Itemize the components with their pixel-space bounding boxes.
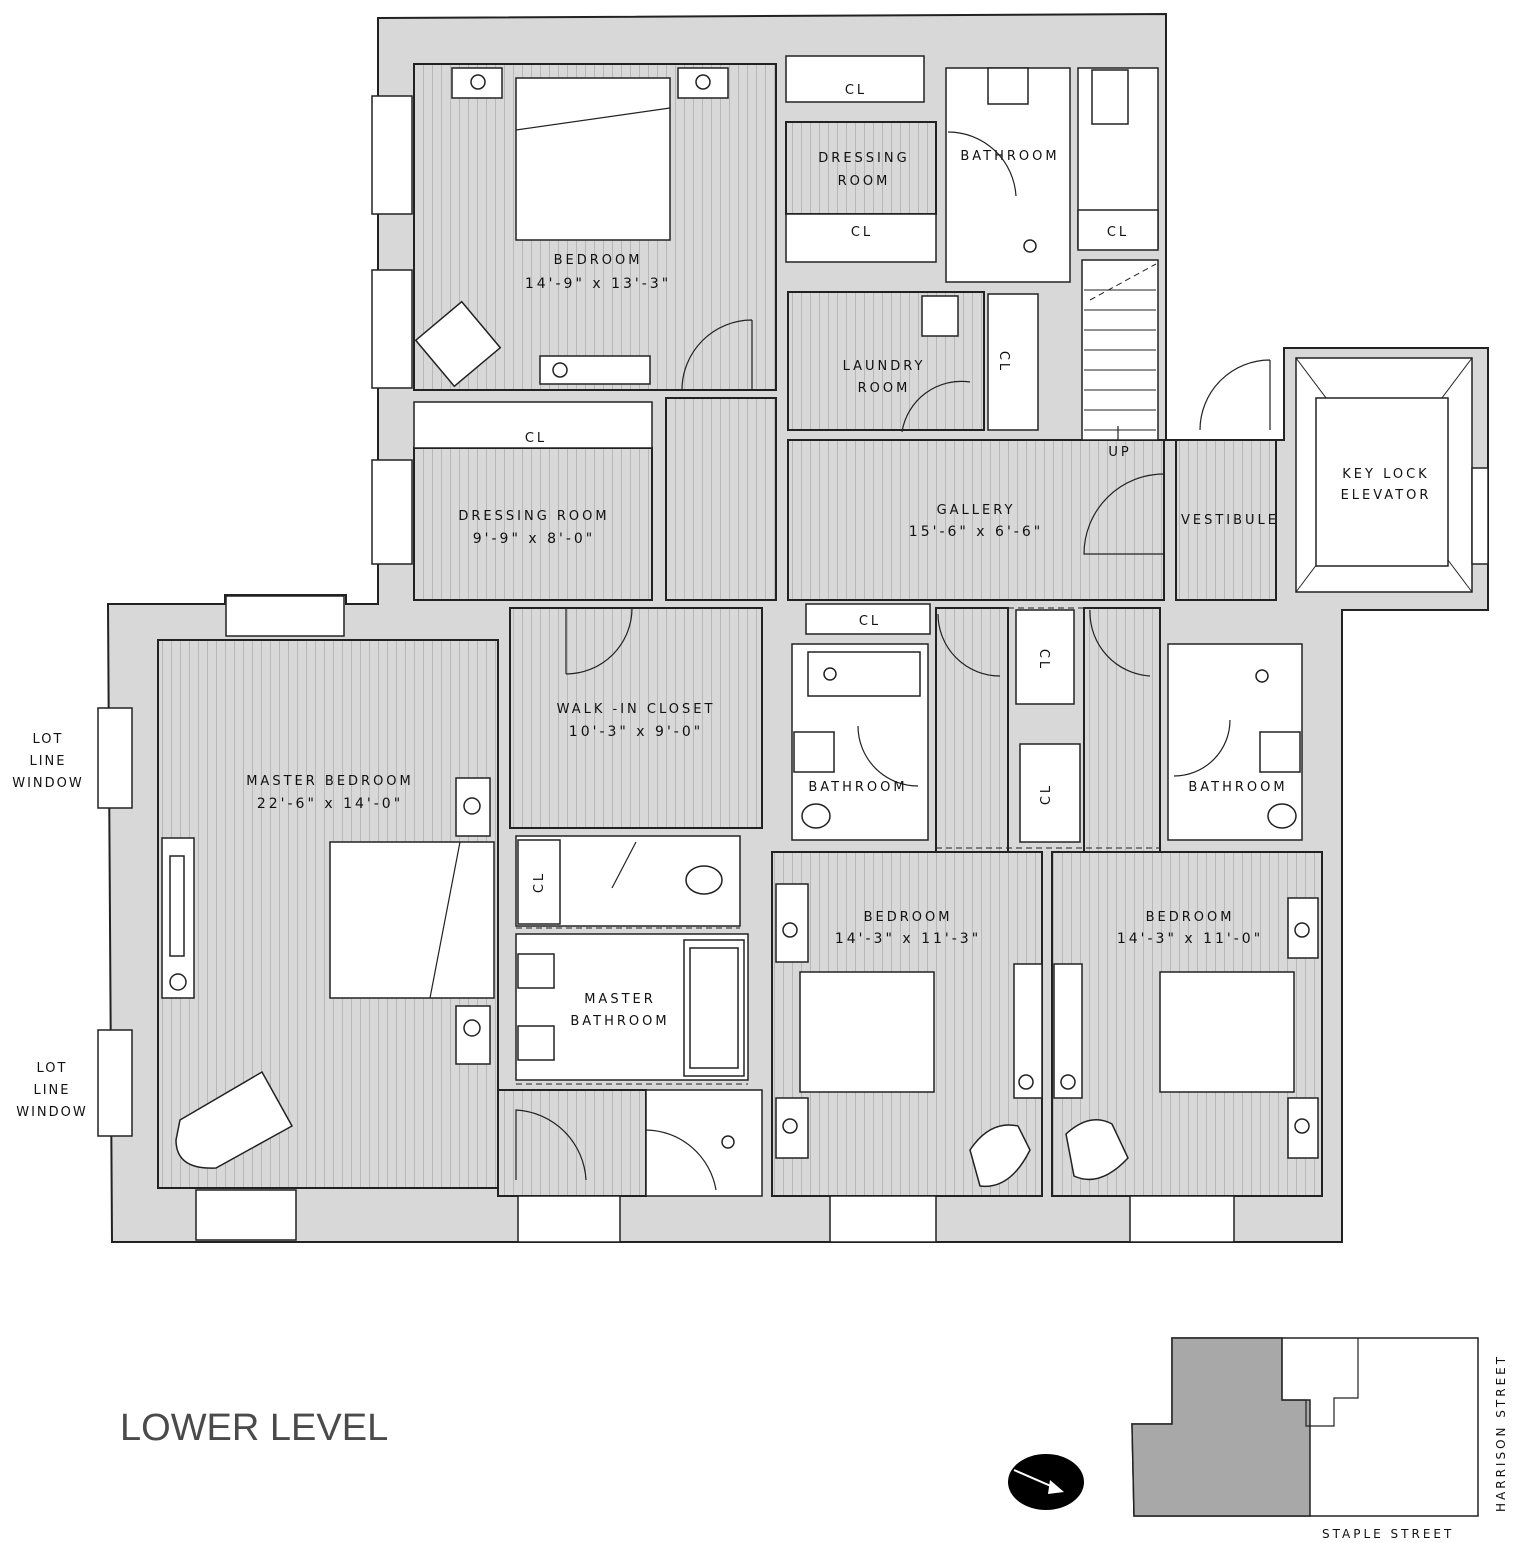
svg-text:LOT: LOT bbox=[37, 1061, 68, 1076]
closet-label: CL bbox=[532, 871, 547, 893]
label-bathroom-mid-left: BATHROOM bbox=[808, 780, 907, 795]
label-elevator-2: ELEVATOR bbox=[1341, 488, 1432, 503]
lot-line-window-label-1: LOT LINE WINDOW bbox=[12, 732, 84, 791]
svg-text:LINE: LINE bbox=[29, 754, 66, 769]
dims-master-bedroom: 22'-6" x 14'-0" bbox=[257, 796, 403, 812]
svg-text:LINE: LINE bbox=[33, 1083, 70, 1098]
svg-text:WINDOW: WINDOW bbox=[12, 776, 84, 791]
room-dressing bbox=[413, 447, 653, 601]
label-master-bathroom-2: BATHROOM bbox=[570, 1014, 669, 1029]
room-corridor-mid-2 bbox=[1083, 607, 1161, 853]
door-swings bbox=[515, 131, 1271, 1191]
label-laundry-1: LAUNDRY bbox=[843, 359, 926, 374]
label-gallery: GALLERY bbox=[937, 503, 1016, 518]
north-arrow-icon bbox=[1008, 1454, 1084, 1510]
label-bathroom-mid-right: BATHROOM bbox=[1188, 780, 1287, 795]
closet-label: CL bbox=[859, 614, 881, 629]
closet-label: CL bbox=[996, 351, 1011, 373]
label-bedroom-lower-left: BEDROOM bbox=[864, 910, 953, 925]
svg-text:WINDOW: WINDOW bbox=[16, 1105, 88, 1120]
closet-label: CL bbox=[1039, 783, 1054, 805]
stair-up-label: UP bbox=[1108, 445, 1131, 460]
room-laundry bbox=[787, 291, 985, 431]
room-walk-in-closet bbox=[509, 607, 763, 829]
windows bbox=[97, 95, 1489, 1243]
room-master-hall bbox=[497, 1089, 647, 1197]
dims-gallery: 15'-6" x 6'-6" bbox=[909, 524, 1043, 540]
lot-line-window-label-2: LOT LINE WINDOW bbox=[16, 1061, 88, 1120]
dims-bedroom-lower-right: 14'-3" x 11'-0" bbox=[1117, 931, 1263, 947]
label-bedroom-top: BEDROOM bbox=[554, 253, 643, 268]
closets bbox=[413, 55, 1159, 925]
closet-label: CL bbox=[845, 83, 867, 98]
label-walk-in-closet: WALK -IN CLOSET bbox=[557, 702, 716, 717]
dims-bedroom-top: 14'-9" x 13'-3" bbox=[525, 276, 671, 292]
closet-labels: CL CL CL CL CL CL CL CL CL bbox=[525, 83, 1129, 893]
label-dressing-top-1: DRESSING bbox=[818, 151, 909, 166]
label-elevator-1: KEY LOCK bbox=[1342, 467, 1429, 482]
level-title: LOWER LEVEL bbox=[120, 1407, 388, 1449]
room-dressing-top bbox=[785, 121, 937, 215]
label-master-bathroom-1: MASTER bbox=[584, 992, 656, 1007]
stair-treads bbox=[1084, 263, 1157, 440]
closet-label: CL bbox=[1036, 649, 1051, 671]
label-master-bedroom: MASTER BEDROOM bbox=[246, 774, 414, 789]
street-label-east: HARRISON STREET bbox=[1494, 1354, 1508, 1512]
label-laundry-2: ROOM bbox=[858, 381, 911, 396]
room-master-shower bbox=[645, 1089, 763, 1197]
room-hall-connector bbox=[665, 397, 777, 601]
label-bathroom-top: BATHROOM bbox=[960, 149, 1059, 164]
label-dressing-top-2: ROOM bbox=[838, 174, 891, 189]
label-vestibule: VESTIBULE bbox=[1181, 513, 1279, 528]
dims-bedroom-lower-left: 14'-3" x 11'-3" bbox=[835, 931, 981, 947]
dims-dressing-room: 9'-9" x 8'-0" bbox=[473, 531, 596, 547]
label-dressing-room: DRESSING ROOM bbox=[458, 509, 609, 524]
street-label-south: STAPLE STREET bbox=[1322, 1527, 1454, 1541]
room-vestibule bbox=[1175, 439, 1277, 601]
closet-label: CL bbox=[1107, 225, 1129, 240]
label-bedroom-lower-right: BEDROOM bbox=[1146, 910, 1235, 925]
room-gallery bbox=[787, 439, 1165, 601]
room-corridor-mid bbox=[935, 607, 1009, 853]
key-plan bbox=[1131, 1337, 1479, 1517]
room-labels: BEDROOM 14'-9" x 13'-3" DRESSING ROOM BA… bbox=[246, 149, 1432, 1029]
closet-label: CL bbox=[525, 431, 547, 446]
svg-text:LOT: LOT bbox=[33, 732, 64, 747]
furniture bbox=[161, 67, 1473, 1188]
openings bbox=[420, 397, 1164, 1188]
closet-label: CL bbox=[851, 225, 873, 240]
dims-walk-in-closet: 10'-3" x 9'-0" bbox=[569, 724, 703, 740]
